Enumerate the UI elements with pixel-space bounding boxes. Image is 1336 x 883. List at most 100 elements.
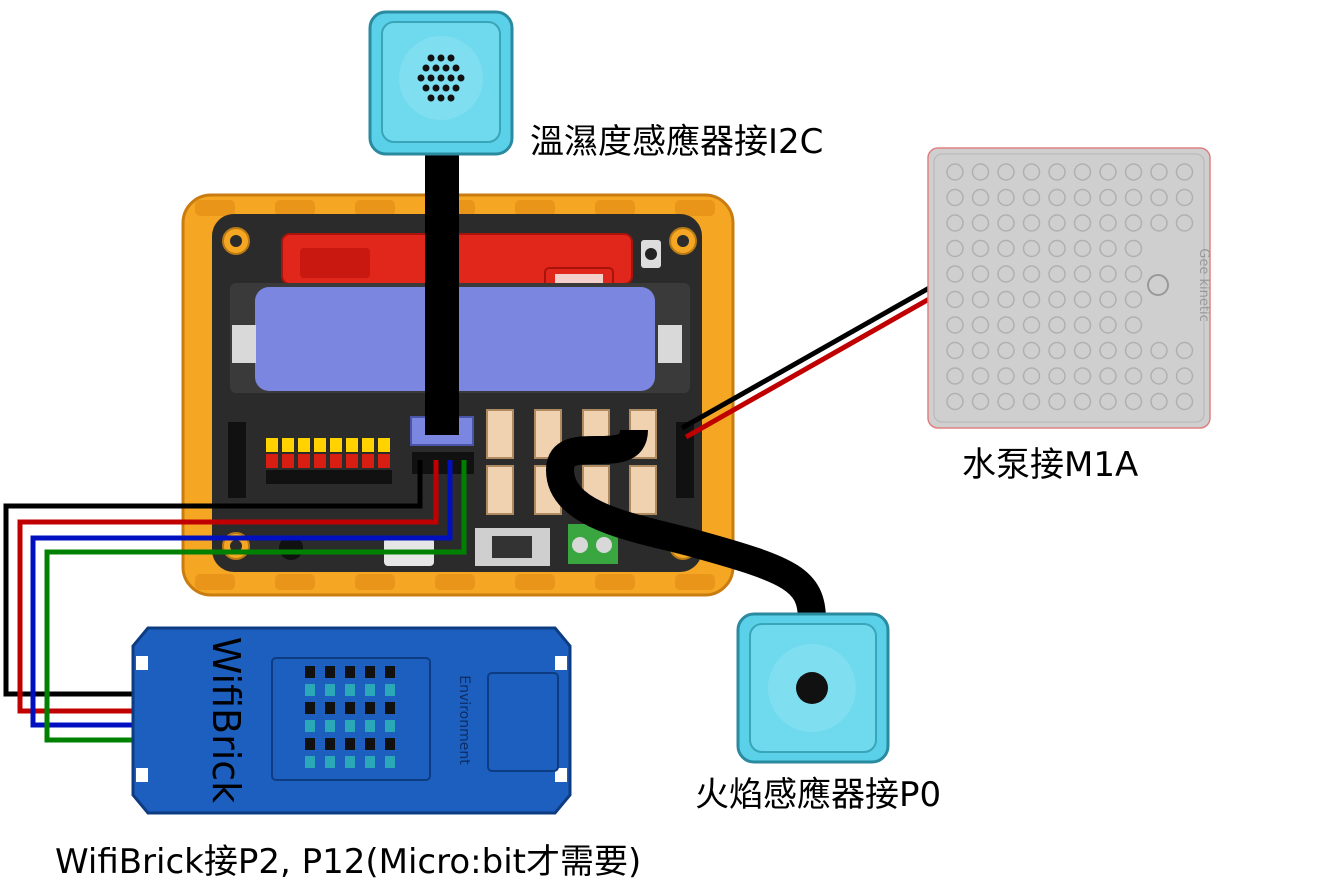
pump-hole: [946, 341, 964, 360]
pump-hole: [1073, 163, 1092, 181]
temp-humidity-sensor: [368, 10, 514, 156]
pump-hole: [1099, 367, 1117, 385]
pump-hole: [1022, 341, 1041, 360]
pump-hole: [1150, 367, 1168, 385]
pump-hole: [1175, 341, 1194, 360]
pump-hole: [1048, 265, 1066, 283]
pump-hole: [946, 316, 964, 334]
pump-hole: [1175, 392, 1194, 411]
pump-hole: [1048, 188, 1066, 207]
pump-hole: [1073, 341, 1092, 360]
pump-hole: [1124, 265, 1143, 283]
pump-hole: [1099, 290, 1117, 309]
pump-hole: [1150, 214, 1168, 232]
wifibrick-vent: [385, 720, 395, 732]
pump-hole: [1175, 367, 1194, 385]
wifibrick-vent: [385, 756, 395, 768]
wifibrick-vent: [345, 720, 355, 732]
pump-hole: [997, 392, 1015, 411]
pump-hole: [1022, 265, 1041, 283]
wifibrick-vent: [345, 756, 355, 768]
flame-sensor: [736, 612, 890, 764]
pump-hole: [946, 290, 964, 309]
pump-hole: [1022, 239, 1041, 258]
pump-hole: [1048, 341, 1066, 360]
pump-hole: [946, 214, 964, 232]
pump-hole: [997, 316, 1015, 334]
pump-hole: [1022, 367, 1041, 385]
label-temp-humidity: 溫濕度感應器接I2C: [530, 122, 824, 162]
pump-hole: [1073, 392, 1092, 411]
wire-blue: [30, 460, 453, 728]
pump-hole: [1073, 239, 1092, 258]
pump-hole: [1124, 239, 1143, 258]
wifibrick-vent: [345, 684, 355, 696]
pump-hole: [997, 163, 1015, 181]
pump-hole: [946, 188, 964, 207]
water-pump-module: Gee kinetic: [927, 147, 1211, 429]
wifibrick-vent: [365, 702, 375, 714]
pump-hole: [1099, 316, 1117, 334]
pump-hole: [1073, 367, 1092, 385]
pump-hole: [1124, 214, 1143, 232]
wifibrick-vent: [345, 666, 355, 678]
pump-hole: [971, 341, 990, 360]
pump-hole: [1099, 341, 1117, 360]
wifibrick-vent: [365, 720, 375, 732]
wifibrick-vent: [305, 702, 315, 714]
pump-hole: [1099, 265, 1117, 283]
flame-sensor-lens: [796, 672, 828, 704]
pump-hole: [971, 214, 990, 232]
sensor-grill: [417, 54, 465, 102]
pump-hole: [946, 265, 964, 283]
pump-hole: [971, 188, 990, 207]
wifibrick-vent: [365, 738, 375, 750]
pump-hole: [1099, 392, 1117, 411]
pump-hole: [1073, 265, 1092, 283]
wire-bundle-wifibrick: [3, 460, 467, 743]
wifibrick-vent: [325, 756, 335, 768]
pump-hole: [1048, 214, 1066, 232]
pump-hole: [971, 290, 990, 309]
pump-hole: [1048, 392, 1066, 411]
pump-hole: [1124, 188, 1143, 207]
wifibrick-vent: [325, 720, 335, 732]
pump-hole: [1124, 290, 1143, 309]
pump-hole: [1022, 392, 1041, 411]
wire-green: [44, 460, 467, 743]
wifibrick-vent: [365, 684, 375, 696]
pump-hole: [1150, 188, 1168, 207]
label-water-pump: 水泵接M1A: [962, 445, 1139, 485]
pump-hole: [1099, 214, 1117, 232]
wifibrick-vent: [385, 702, 395, 714]
pump-hole: [1175, 188, 1194, 207]
wifibrick-name-text: WifiBrick: [204, 637, 248, 803]
wifibrick-vent: [365, 666, 375, 678]
pump-wire-red: [684, 291, 940, 440]
wifibrick-vent: [325, 684, 335, 696]
pump-hole: [1022, 214, 1041, 232]
wifibrick-vent: [325, 702, 335, 714]
pump-hole: [1048, 367, 1066, 385]
pump-hole: [1124, 392, 1143, 411]
wifibrick-vent: [305, 666, 315, 678]
pump-hole: [1124, 367, 1143, 385]
pump-hole: [1048, 163, 1066, 181]
pump-hole: [1124, 163, 1143, 181]
pump-hole: [1048, 316, 1066, 334]
pump-hole: [1022, 290, 1041, 309]
pump-hole: [971, 392, 990, 411]
wifibrick-vent: [325, 738, 335, 750]
pump-hole: [997, 265, 1015, 283]
wifibrick-vent: [305, 756, 315, 768]
wifibrick-vent: [385, 684, 395, 696]
pump-hole: [1099, 163, 1117, 181]
pump-hole: [971, 163, 990, 181]
pump-hole: [1073, 316, 1092, 334]
pump-hole: [1048, 239, 1066, 258]
pump-hole: [1175, 163, 1194, 181]
pump-hole: [1073, 214, 1092, 232]
pump-hole: [997, 188, 1015, 207]
pump-hole: [971, 265, 990, 283]
pump-hole: [1073, 290, 1092, 309]
